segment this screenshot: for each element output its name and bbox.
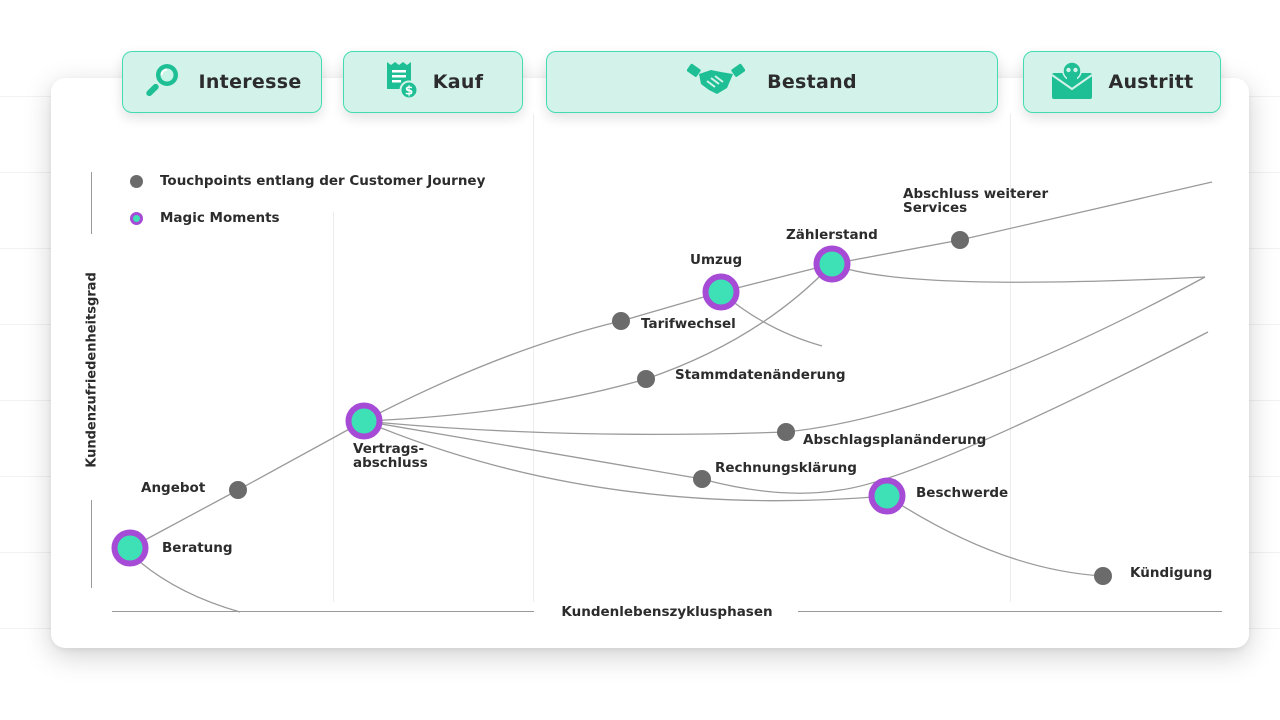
phase-label: Interesse xyxy=(198,71,302,93)
x-axis-line xyxy=(112,611,534,612)
touchpoint-abschlagsplanaenderung xyxy=(777,423,795,441)
phase-divider xyxy=(533,114,534,602)
svg-text:$: $ xyxy=(405,84,413,98)
legend-label: Touchpoints entlang der Customer Journey xyxy=(160,173,486,189)
journey-curve xyxy=(363,181,1213,422)
journey-curve xyxy=(363,331,1209,494)
magic-moment-beratung xyxy=(111,529,149,567)
touchpoint-marker xyxy=(130,174,143,188)
journey-curve xyxy=(363,263,833,422)
label-vertragsabschluss: Vertrags- abschluss xyxy=(353,441,428,472)
legend-touchpoints: Touchpoints entlang der Customer Journey xyxy=(130,173,485,189)
skull-envelope-icon xyxy=(1050,59,1094,105)
magic-moment-beschwerde xyxy=(868,477,906,515)
phase-label: Bestand xyxy=(767,71,857,93)
label-stammdatenaenderung: Stammdatenänderung xyxy=(675,367,846,383)
phase-bestand: Bestand xyxy=(546,51,998,113)
magic-moment-marker xyxy=(130,211,143,225)
label-abschlagsplanaenderung: Abschlagsplanänderung xyxy=(803,432,987,448)
magic-moment-vertragsabschluss xyxy=(345,402,383,440)
touchpoint-tarifwechsel xyxy=(612,312,630,330)
label-tarifwechsel: Tarifwechsel xyxy=(641,316,736,332)
x-axis-label: Kundenlebenszyklusphasen xyxy=(561,604,773,620)
touchpoint-kuendigung xyxy=(1094,567,1112,585)
label-umzug: Umzug xyxy=(690,252,743,268)
y-axis-line xyxy=(91,500,92,588)
phase-label: Austritt xyxy=(1108,71,1194,93)
legend-magic-moments: Magic Moments xyxy=(130,210,280,226)
magnifier-icon xyxy=(142,59,184,105)
label-angebot: Angebot xyxy=(141,480,206,496)
phase-divider xyxy=(333,212,334,602)
label-beratung: Beratung xyxy=(162,540,233,556)
label-zaehlerstand: Zählerstand xyxy=(786,227,878,243)
phase-label: Kauf xyxy=(432,71,484,93)
touchpoint-angebot xyxy=(229,481,247,499)
label-beschwerde: Beschwerde xyxy=(916,485,1009,501)
phase-divider xyxy=(1010,114,1011,602)
y-axis-line xyxy=(91,172,92,234)
journey-curve xyxy=(831,263,1206,283)
handshake-icon xyxy=(686,60,746,104)
label-rechnungsklaerung: Rechnungsklärung xyxy=(715,460,857,476)
label-weitere-services: Abschluss weiterer Services xyxy=(903,186,1049,217)
receipt-dollar-icon: $ xyxy=(383,59,419,105)
magic-moment-umzug xyxy=(702,273,740,311)
touchpoint-weitere-services xyxy=(951,231,969,249)
phase-kauf: $ Kauf xyxy=(343,51,523,113)
touchpoint-rechnungsklaerung xyxy=(693,470,711,488)
x-axis-line xyxy=(798,611,1222,612)
phase-interesse: Interesse xyxy=(122,51,322,113)
journey-curve xyxy=(363,420,1104,577)
diagram-card xyxy=(51,78,1249,648)
phase-austritt: Austritt xyxy=(1023,51,1221,113)
label-kuendigung: Kündigung xyxy=(1130,565,1213,581)
legend-label: Magic Moments xyxy=(160,210,280,226)
magic-moment-zaehlerstand xyxy=(813,245,851,283)
touchpoint-stammdatenaenderung xyxy=(637,370,655,388)
journey-curve xyxy=(139,561,241,613)
